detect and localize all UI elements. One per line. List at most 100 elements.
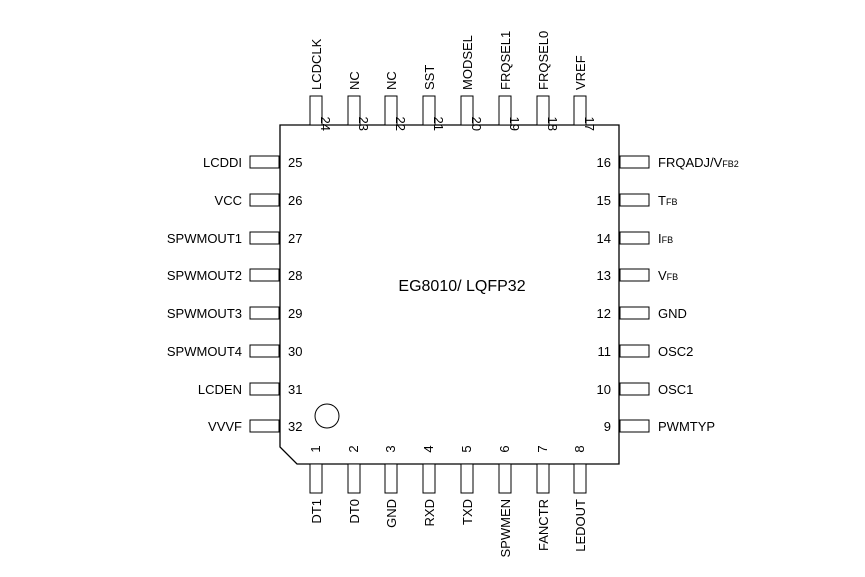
pin-19-lead [498,95,512,126]
pin-6-label: SPWMEN [498,499,513,558]
pin-5-number: 5 [459,445,474,452]
pin-26-lead [249,193,280,207]
pin-30-lead [249,344,280,358]
pin-20-number: 20 [469,117,484,131]
pin-16-label: FRQADJ/VFB2 [658,155,739,170]
pin-19-number: 19 [507,117,522,131]
pin-11-number: 11 [598,344,612,359]
pin-13-label: VFB [658,268,678,283]
pins-layer: 1DT12DT03GND4RXD5TXD6SPWMEN7FANCTR8LEDOU… [167,31,739,558]
pin-29-number: 29 [288,306,302,321]
pin-31-label: LCDEN [198,382,242,397]
pin-5-label: TXD [460,499,475,525]
pin-28-lead [249,268,280,282]
pin-31-number: 31 [288,382,302,397]
pin-10-number: 10 [597,382,611,397]
pin-3-label: GND [384,499,399,528]
chip-title: EG8010/ LQFP32 [398,278,525,295]
pin-3-number: 3 [383,445,398,452]
pin-1-lead [309,463,323,494]
pin-21-label: SST [422,65,437,90]
chip-body [279,124,620,465]
pin-12-label: GND [658,306,687,321]
pin-2-number: 2 [346,445,361,452]
pin-21-number: 21 [431,117,446,131]
pin-25-label: LCDDI [203,155,242,170]
pin-27-lead [249,231,280,245]
pin-17-number: 17 [582,117,597,131]
pin-22-number: 22 [393,117,408,131]
pin1-marker-circle [314,403,340,429]
pin-4-lead [422,463,436,494]
pin-9-number: 9 [604,419,611,434]
pin-12-lead [619,306,650,320]
pin-2-label: DT0 [347,499,362,524]
pin-11-label: OSC2 [658,344,693,359]
pin-30-number: 30 [288,344,302,359]
pin-18-label: FRQSEL0 [536,31,551,90]
pin-17-label: VREF [573,55,588,90]
pin-24-label: LCDCLK [309,38,324,90]
pin-9-label: PWMTYP [658,419,715,434]
pin-21-lead [422,95,436,126]
pin-22-lead [384,95,398,126]
pin-15-label: TFB [658,193,677,208]
pin-25-number: 25 [288,155,302,170]
pin-14-lead [619,231,650,245]
pin-6-lead [498,463,512,494]
pin-10-lead [619,382,650,396]
pin-15-number: 15 [597,193,611,208]
pin-24-lead [309,95,323,126]
pin-12-number: 12 [597,306,611,321]
pin-8-label: LEDOUT [573,499,588,552]
pin-32-lead [249,419,280,433]
pin-23-number: 23 [356,117,371,131]
pin-7-label: FANCTR [536,499,551,551]
pin-24-number: 24 [318,117,333,131]
pin-28-label: SPWMOUT2 [167,268,242,283]
pin-20-lead [460,95,474,126]
pin-31-lead [249,382,280,396]
pin-1-number: 1 [308,445,323,452]
pin-3-lead [384,463,398,494]
pin-18-lead [536,95,550,126]
pin-4-number: 4 [421,445,436,452]
pin-23-label: NC [347,71,362,90]
pin-23-lead [347,95,361,126]
pin-4-label: RXD [422,499,437,526]
pin-7-number: 7 [535,445,550,452]
pin-9-lead [619,419,650,433]
pin-22-label: NC [384,71,399,90]
pin-14-number: 14 [597,231,611,246]
pin-19-label: FRQSEL1 [498,31,513,90]
pin-8-lead [573,463,587,494]
pin-29-label: SPWMOUT3 [167,306,242,321]
pin-20-label: MODSEL [460,35,475,90]
pin-13-lead [619,268,650,282]
pin-26-number: 26 [288,193,302,208]
pin-32-label: VVVF [208,419,242,434]
pin-14-label: IFB [658,231,673,246]
pin-1-label: DT1 [309,499,324,524]
pin-7-lead [536,463,550,494]
pin-26-label: VCC [215,193,242,208]
pin-2-lead [347,463,361,494]
pin-17-lead [573,95,587,126]
pin-16-lead [619,155,650,169]
pin-18-number: 18 [545,117,560,131]
pin-6-number: 6 [497,445,512,452]
pin-11-lead [619,344,650,358]
pin-8-number: 8 [572,445,587,452]
pin-13-number: 13 [597,268,611,283]
pin-10-label: OSC1 [658,382,693,397]
pin-5-lead [460,463,474,494]
pin-27-label: SPWMOUT1 [167,231,242,246]
pin-30-label: SPWMOUT4 [167,344,242,359]
pin-27-number: 27 [288,231,302,246]
pin-32-number: 32 [288,419,302,434]
pin-25-lead [249,155,280,169]
pin-29-lead [249,306,280,320]
pin-28-number: 28 [288,268,302,283]
pin-15-lead [619,193,650,207]
